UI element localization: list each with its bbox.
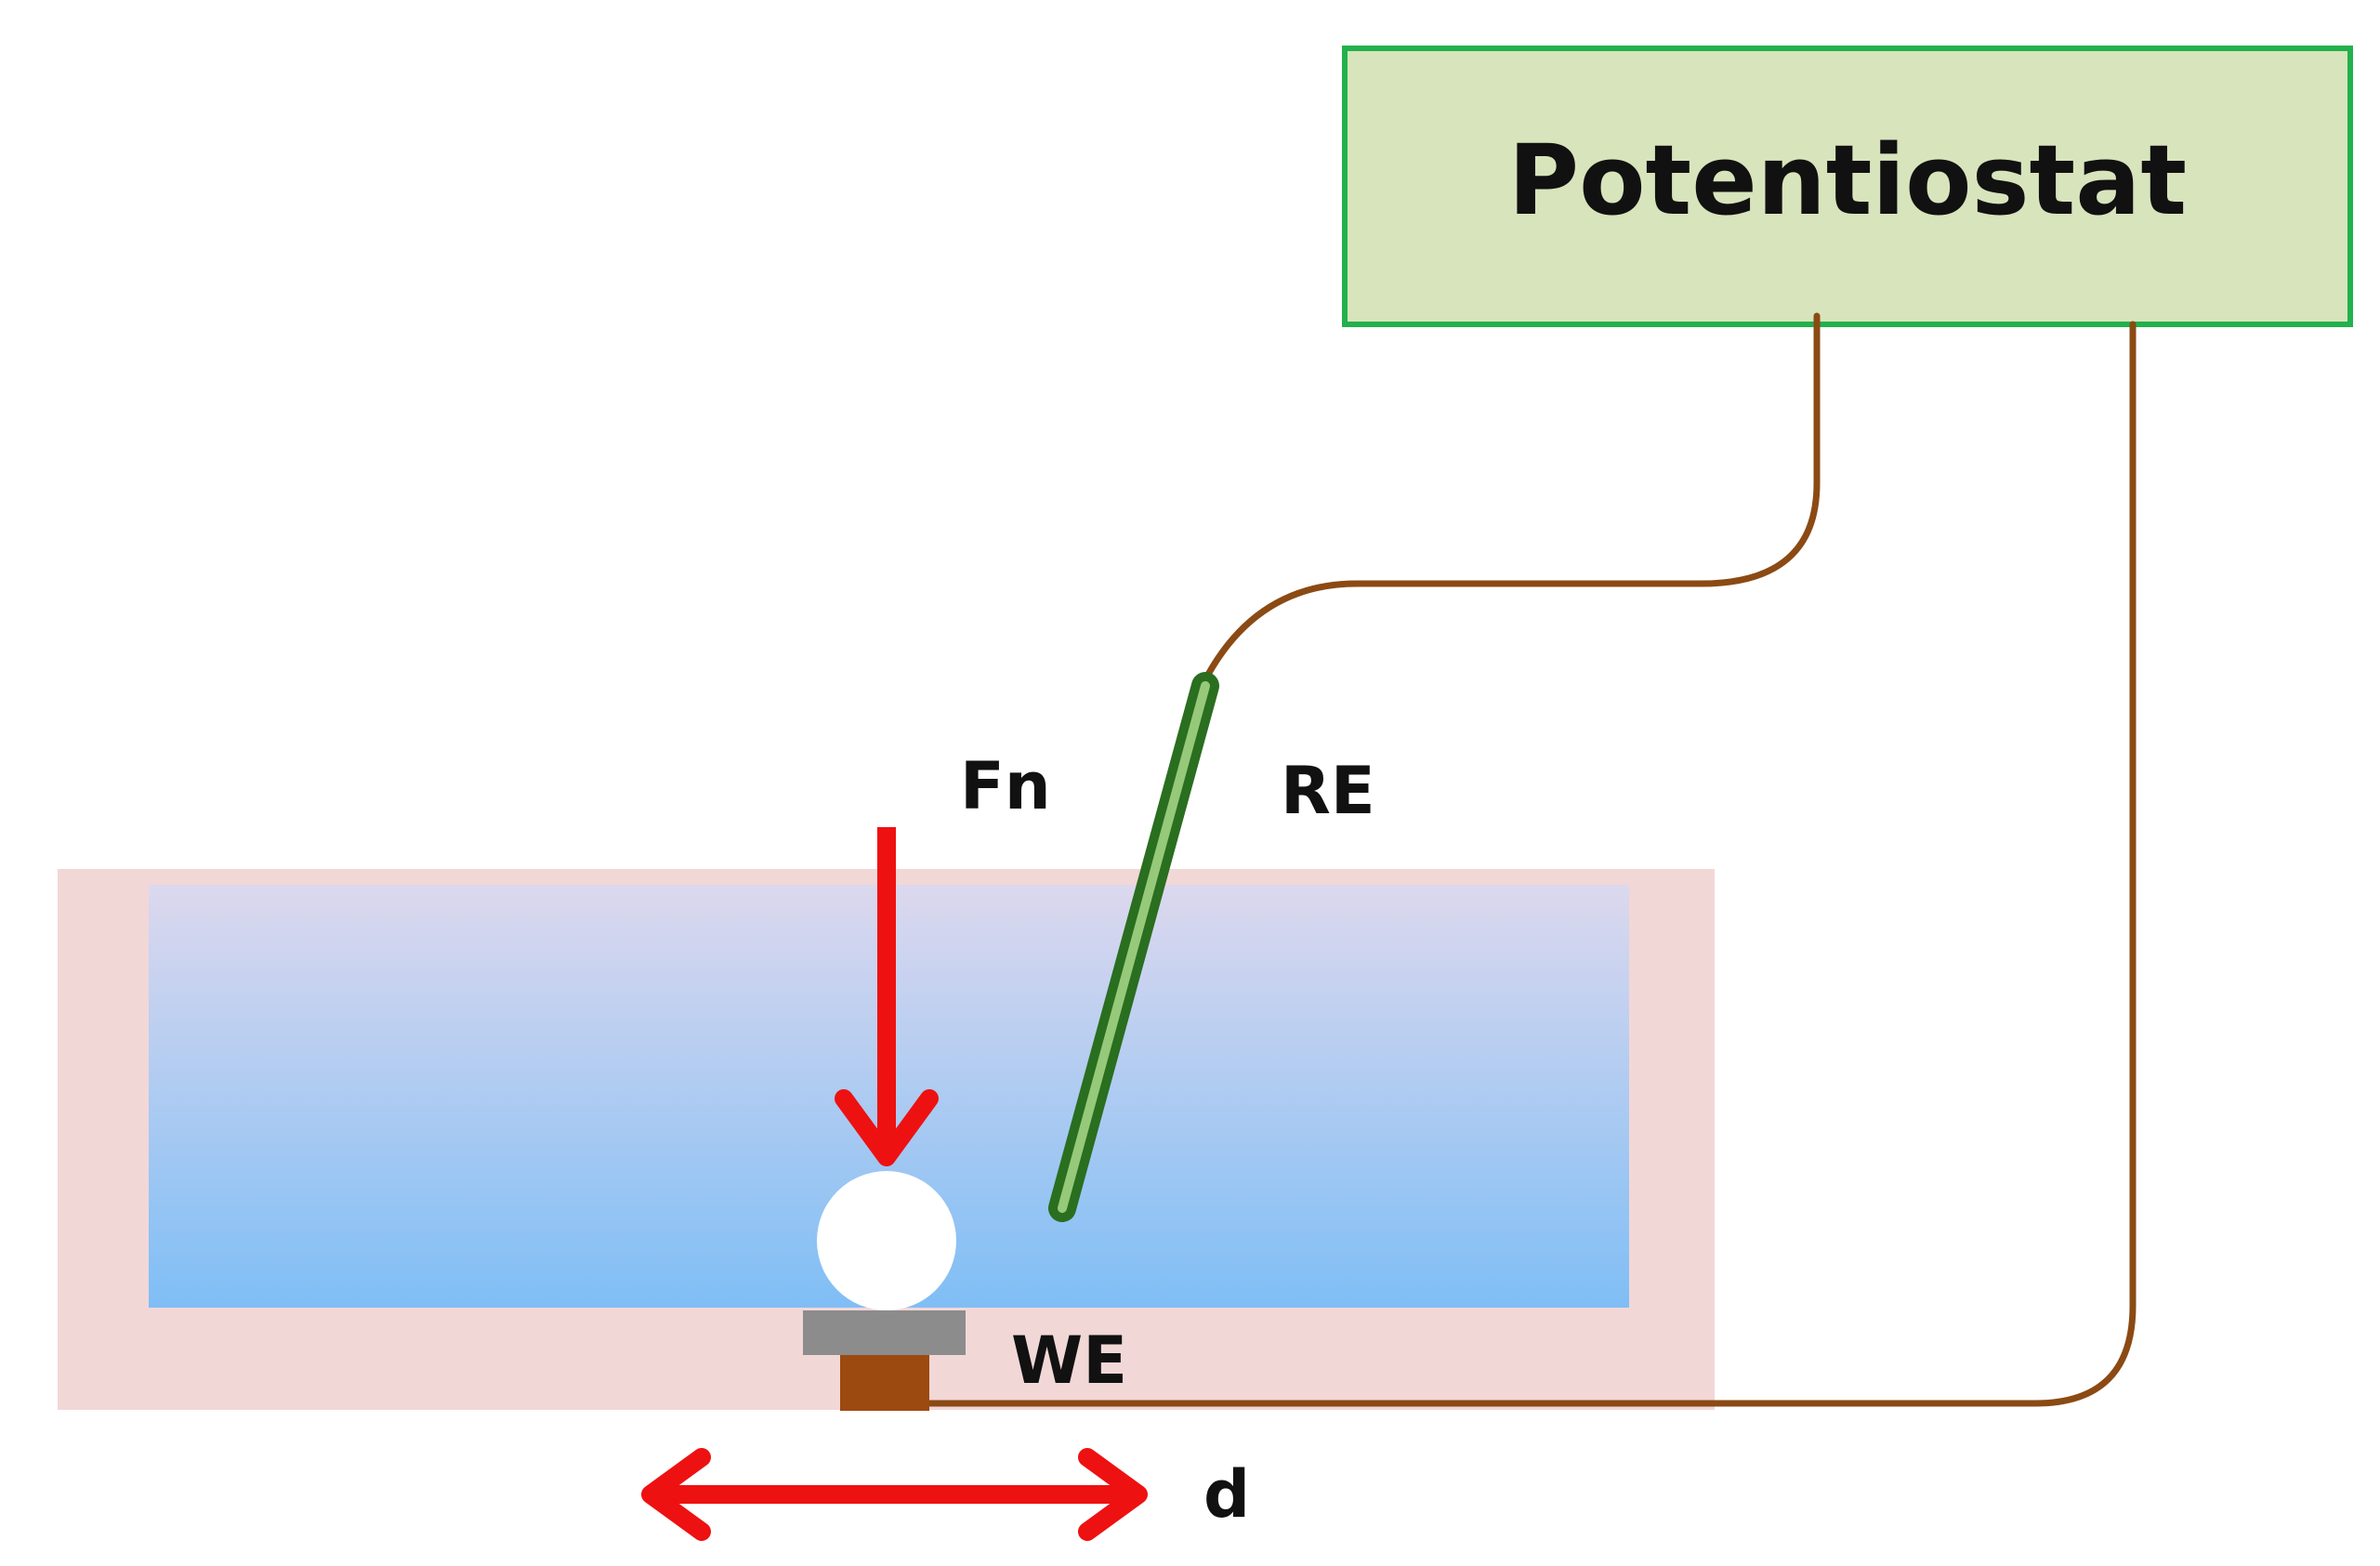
working-electrode (840, 1355, 929, 1411)
double-arrow-icon (641, 1448, 1148, 1541)
potentiostat-label: Potentiostat (1508, 124, 2187, 237)
we-wire (921, 321, 2137, 1407)
ball-icon (817, 1171, 956, 1310)
arrow-down-icon (835, 827, 939, 1166)
displacement-label: d (1203, 1456, 1250, 1533)
reference-electrode-highlight (1058, 681, 1210, 1213)
normal-force-label: Fn (960, 748, 1051, 824)
specimen-plate (803, 1310, 966, 1355)
potentiostat-box: Potentiostat (1342, 46, 2353, 327)
working-electrode-label: WE (1011, 1323, 1127, 1399)
re-wire (1200, 312, 1821, 687)
reference-electrode-label: RE (1281, 753, 1375, 829)
